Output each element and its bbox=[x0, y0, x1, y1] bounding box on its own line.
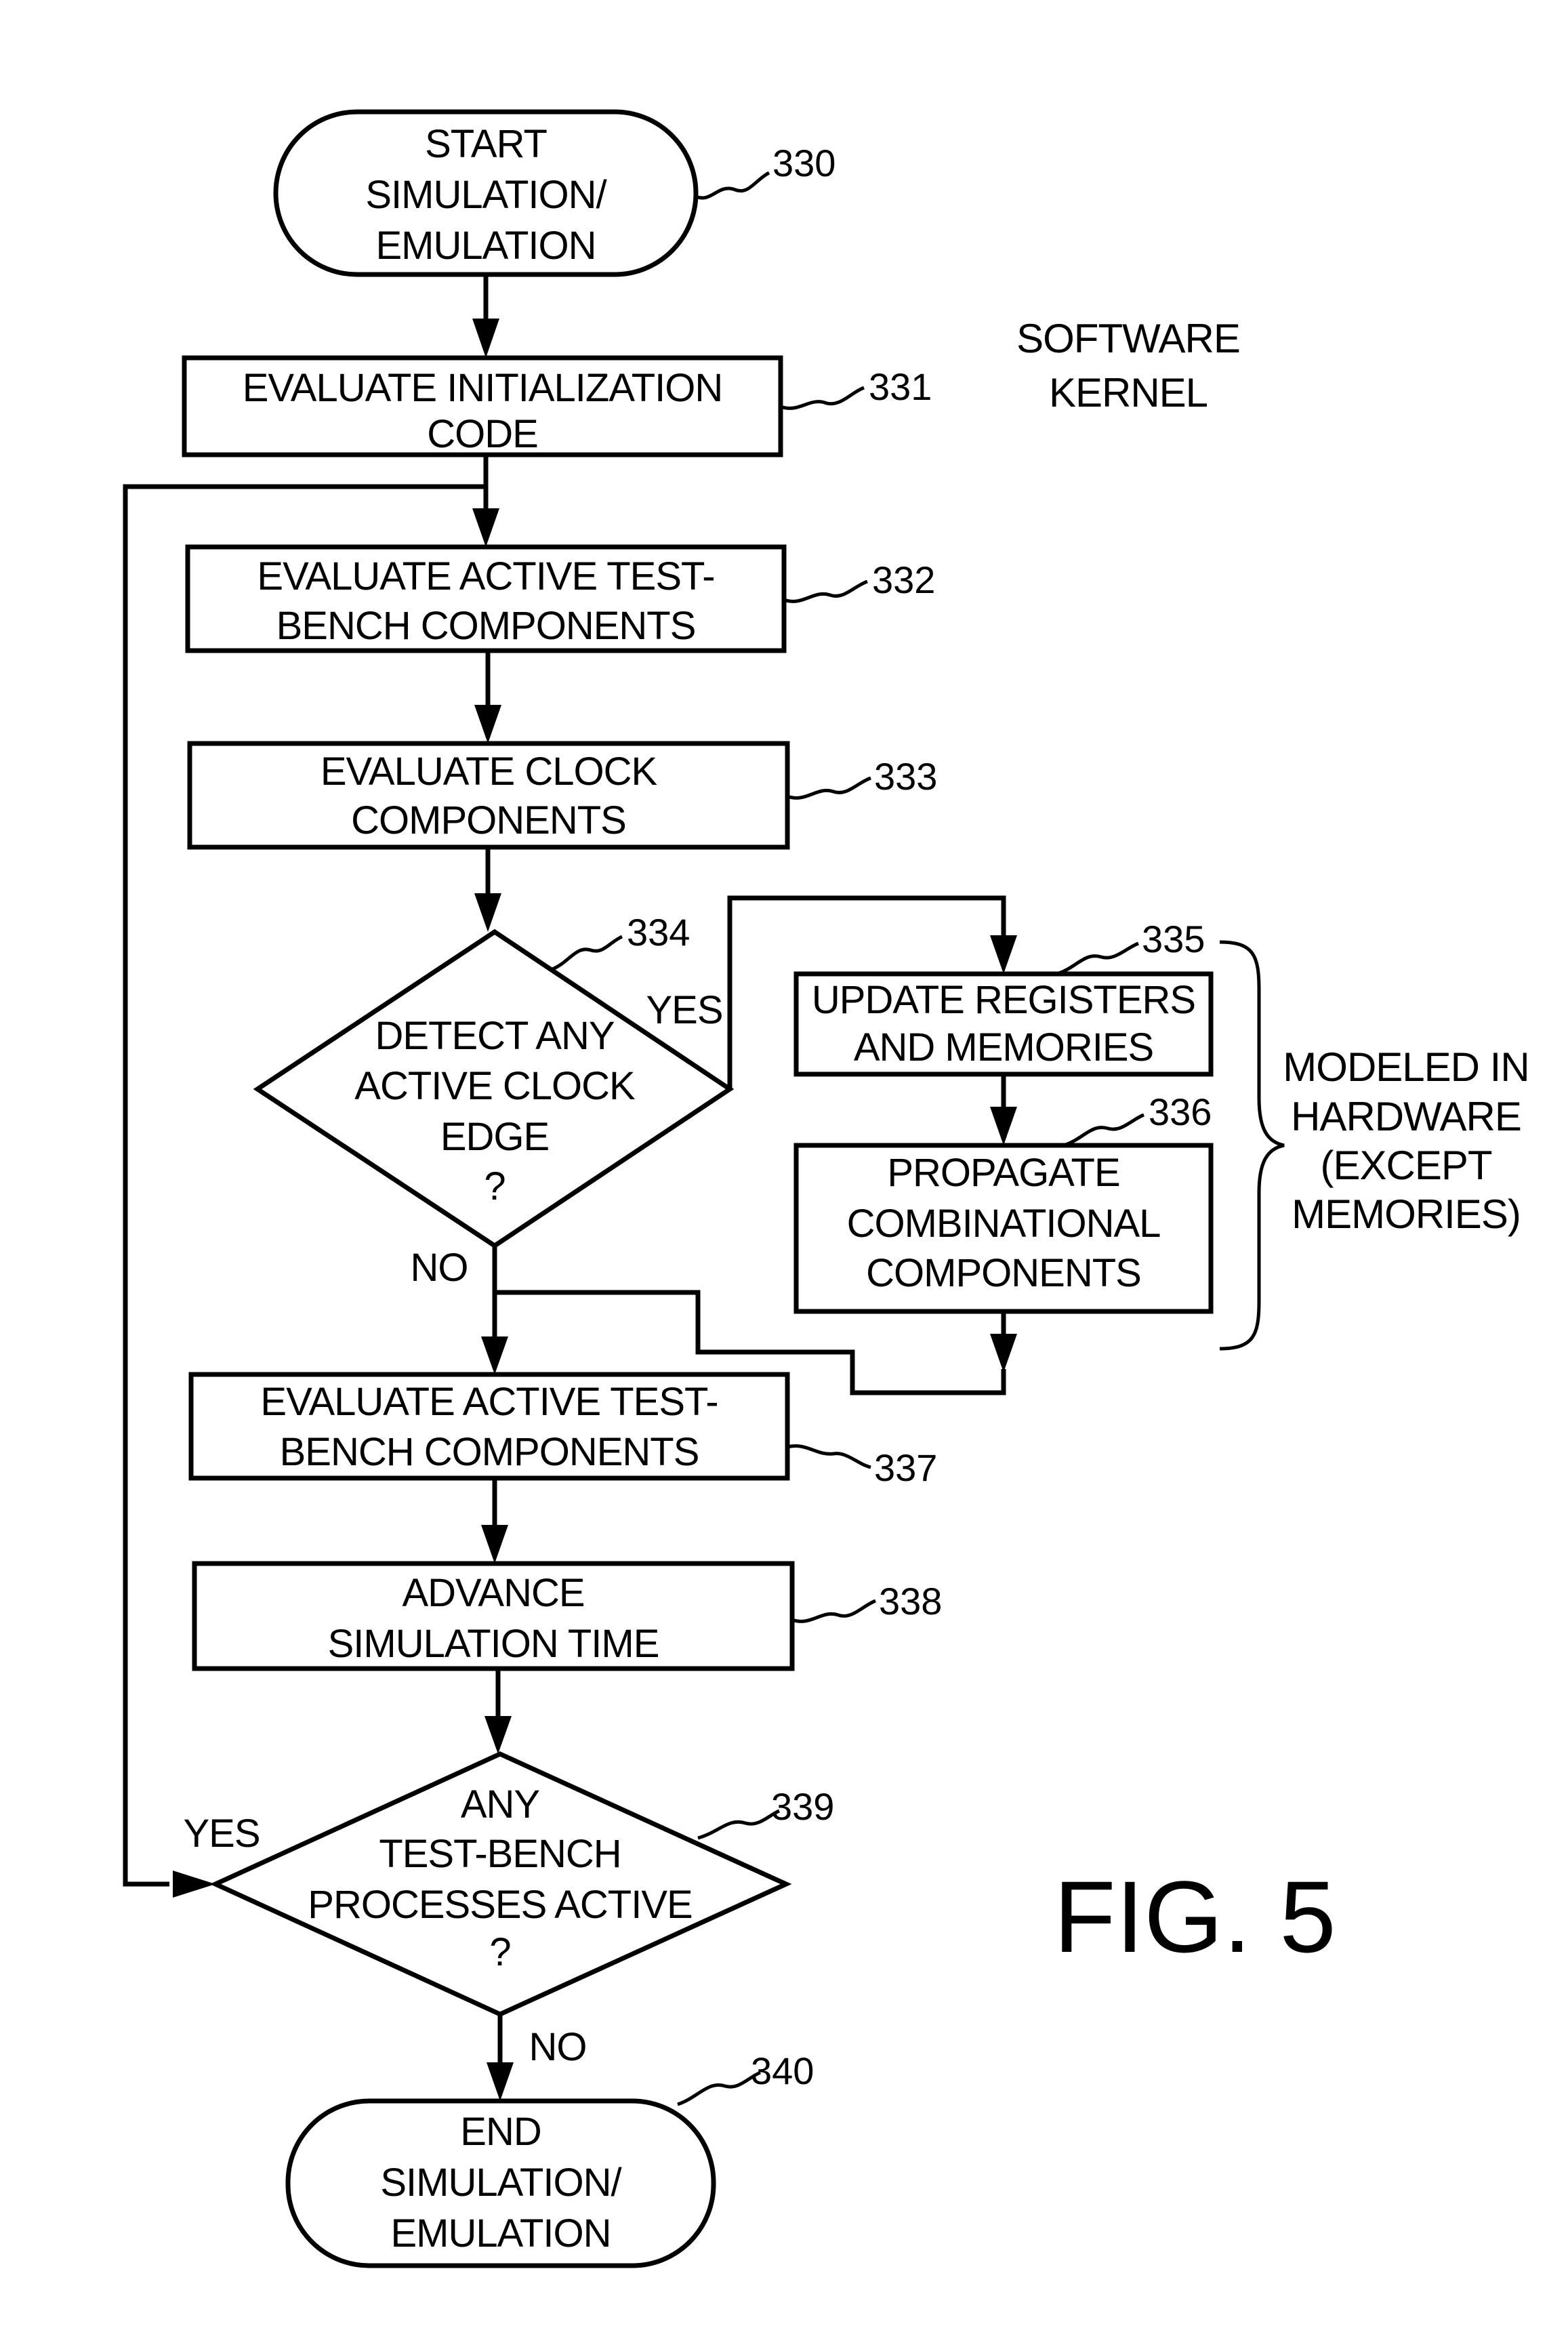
label-331-line1: EVALUATE INITIALIZATION bbox=[243, 366, 723, 410]
edge-label-no-334: NO bbox=[411, 1246, 468, 1290]
label-339-line2: TEST-BENCH bbox=[379, 1832, 621, 1876]
label-333-line1: EVALUATE CLOCK bbox=[321, 750, 658, 794]
software-kernel-line2: KERNEL bbox=[1049, 370, 1208, 415]
software-kernel-label: SOFTWARE KERNEL bbox=[1016, 316, 1240, 415]
label-340-line1: END bbox=[460, 2110, 541, 2154]
label-330-line1: START bbox=[425, 122, 547, 166]
ref-332: 332 bbox=[872, 558, 935, 601]
node-336-label: PROPAGATE COMBINATIONAL COMPONENTS bbox=[847, 1151, 1161, 1295]
label-330-line2: SIMULATION/ bbox=[365, 173, 607, 217]
ref-336: 336 bbox=[1149, 1090, 1212, 1133]
label-330-line3: EMULATION bbox=[375, 224, 596, 268]
node-338-label: ADVANCE SIMULATION TIME bbox=[328, 1571, 659, 1666]
label-340-line2: SIMULATION/ bbox=[380, 2161, 622, 2205]
label-337-line1: EVALUATE ACTIVE TEST- bbox=[260, 1380, 718, 1424]
edge-label-yes-339: YES bbox=[183, 1812, 260, 1856]
label-338-line1: ADVANCE bbox=[402, 1571, 584, 1615]
hardware-note-line1: MODELED IN bbox=[1283, 1044, 1529, 1090]
node-330-label: START SIMULATION/ EMULATION bbox=[365, 122, 607, 268]
hardware-note-line3: (EXCEPT bbox=[1320, 1143, 1491, 1188]
edge-label-yes-334: YES bbox=[646, 988, 722, 1032]
hardware-note-line2: HARDWARE bbox=[1291, 1094, 1521, 1139]
node-339-label: ANY TEST-BENCH PROCESSES ACTIVE ? bbox=[308, 1782, 692, 1974]
label-338-line2: SIMULATION TIME bbox=[328, 1622, 659, 1666]
label-332-line2: BENCH COMPONENTS bbox=[276, 604, 696, 648]
ref-338: 338 bbox=[879, 1580, 942, 1622]
node-332-label: EVALUATE ACTIVE TEST- BENCH COMPONENTS bbox=[257, 554, 714, 648]
reference-leaders bbox=[552, 173, 1284, 2104]
ref-334: 334 bbox=[627, 911, 690, 954]
label-339-line4: ? bbox=[489, 1930, 510, 1974]
label-334-line4: ? bbox=[484, 1164, 505, 1208]
hardware-note-line4: MEMORIES) bbox=[1292, 1191, 1521, 1237]
ref-333: 333 bbox=[874, 755, 937, 798]
ref-339: 339 bbox=[771, 1785, 834, 1828]
ref-330: 330 bbox=[772, 142, 835, 184]
label-337-line2: BENCH COMPONENTS bbox=[280, 1430, 699, 1474]
node-340-label: END SIMULATION/ EMULATION bbox=[380, 2110, 622, 2255]
label-335-line2: AND MEMORIES bbox=[854, 1025, 1153, 1069]
label-332-line1: EVALUATE ACTIVE TEST- bbox=[257, 554, 714, 598]
node-335-label: UPDATE REGISTERS AND MEMORIES bbox=[812, 978, 1195, 1069]
software-kernel-line1: SOFTWARE bbox=[1016, 316, 1240, 361]
label-336-line1: PROPAGATE bbox=[887, 1151, 1119, 1195]
figure-label: FIG. 5 bbox=[1054, 1860, 1336, 1974]
label-333-line2: COMPONENTS bbox=[351, 798, 626, 842]
edge-label-no-339: NO bbox=[529, 2025, 587, 2069]
label-335-line1: UPDATE REGISTERS bbox=[812, 978, 1195, 1022]
node-337-label: EVALUATE ACTIVE TEST- BENCH COMPONENTS bbox=[260, 1380, 718, 1474]
ref-337: 337 bbox=[874, 1446, 937, 1489]
label-334-line3: EDGE bbox=[440, 1115, 549, 1159]
label-334-line1: DETECT ANY bbox=[375, 1014, 614, 1058]
node-333-label: EVALUATE CLOCK COMPONENTS bbox=[321, 750, 658, 842]
ref-335: 335 bbox=[1142, 918, 1205, 960]
label-336-line2: COMBINATIONAL bbox=[847, 1202, 1161, 1246]
connector-lines bbox=[125, 274, 1004, 2070]
label-336-line3: COMPONENTS bbox=[866, 1251, 1141, 1295]
hardware-brace bbox=[1220, 942, 1284, 1349]
label-339-line1: ANY bbox=[461, 1782, 540, 1826]
label-339-line3: PROCESSES ACTIVE bbox=[308, 1883, 692, 1927]
modeled-in-hardware-label: MODELED IN HARDWARE (EXCEPT MEMORIES) bbox=[1283, 1044, 1529, 1237]
ref-331: 331 bbox=[869, 365, 932, 408]
label-340-line3: EMULATION bbox=[390, 2211, 611, 2255]
label-334-line2: ACTIVE CLOCK bbox=[354, 1064, 636, 1108]
reference-numbers: 330 331 332 333 334 335 336 337 338 339 … bbox=[627, 142, 1212, 2092]
label-331-line2: CODE bbox=[427, 412, 538, 456]
ref-340: 340 bbox=[751, 2049, 814, 2092]
node-331-label: EVALUATE INITIALIZATION CODE bbox=[243, 366, 723, 456]
